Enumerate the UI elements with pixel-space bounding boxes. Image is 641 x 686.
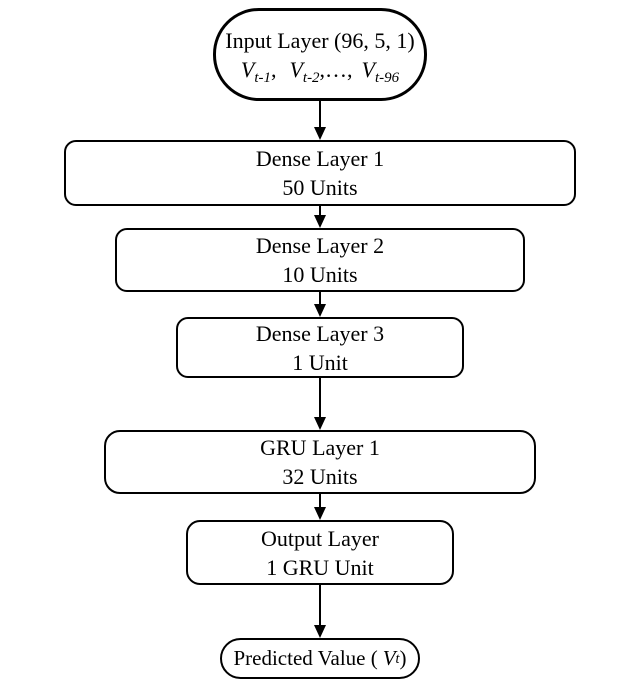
node-dense-layer-2: Dense Layer 2 10 Units: [115, 228, 525, 292]
arrow-dense2-to-dense3: [312, 292, 328, 317]
formula-subscript-1: t-1: [254, 69, 271, 86]
layer-units: 1 GRU Unit: [266, 554, 374, 580]
formula-separator-2: ,…,: [319, 56, 353, 82]
arrow-shaft: [319, 206, 321, 217]
predicted-value-suffix: ): [399, 646, 407, 670]
input-layer-formula: Vt-1, Vt-2,…, Vt-96: [240, 55, 400, 86]
formula-var-3: V: [361, 56, 375, 82]
layer-units: 1 Unit: [292, 349, 348, 375]
arrowhead-down-icon: [313, 507, 326, 520]
layer-name: Output Layer: [261, 525, 379, 551]
formula-separator-1: ,: [270, 56, 277, 82]
node-dense-layer-3: Dense Layer 3 1 Unit: [176, 317, 464, 378]
arrow-shaft: [319, 101, 321, 129]
layer-units: 10 Units: [282, 262, 358, 287]
input-layer-title: Input Layer (96, 5, 1): [225, 27, 415, 53]
layer-name: Dense Layer 3: [255, 320, 385, 346]
arrow-output-to-predicted: [312, 585, 328, 638]
arrow-shaft: [319, 494, 321, 509]
arrow-shaft: [319, 585, 321, 627]
arrowhead-down-icon: [313, 127, 326, 140]
arrow-shaft: [319, 292, 321, 306]
node-gru-layer-1: GRU Layer 1 32 Units: [104, 430, 536, 494]
arrow-gru-to-output: [312, 494, 328, 520]
predicted-value-prefix: Predicted Value (: [233, 646, 378, 670]
arrowhead-down-icon: [313, 215, 326, 228]
formula-var-2: V: [289, 56, 303, 82]
predicted-value-var: V: [382, 646, 396, 670]
arrow-dense3-to-gru: [312, 378, 328, 430]
arrow-dense1-to-dense2: [312, 206, 328, 228]
node-dense-layer-1: Dense Layer 1 50 Units: [64, 140, 576, 206]
arrowhead-down-icon: [313, 304, 326, 317]
layer-name: Dense Layer 2: [255, 233, 385, 258]
arrowhead-down-icon: [313, 625, 326, 638]
formula-subscript-2: t-2: [302, 69, 320, 86]
arrow-shaft: [319, 378, 321, 419]
layer-units: 32 Units: [282, 464, 358, 489]
formula-subscript-3: t-96: [375, 69, 400, 86]
node-output-layer: Output Layer 1 GRU Unit: [186, 520, 454, 585]
layer-name: Dense Layer 1: [255, 146, 385, 171]
layer-units: 50 Units: [282, 175, 358, 200]
formula-var-1: V: [240, 56, 255, 82]
arrowhead-down-icon: [313, 417, 326, 430]
arrow-input-to-dense1: [312, 101, 328, 140]
node-input-layer: Input Layer (96, 5, 1) Vt-1, Vt-2,…, Vt-96: [213, 8, 427, 101]
layer-name: GRU Layer 1: [260, 435, 380, 460]
